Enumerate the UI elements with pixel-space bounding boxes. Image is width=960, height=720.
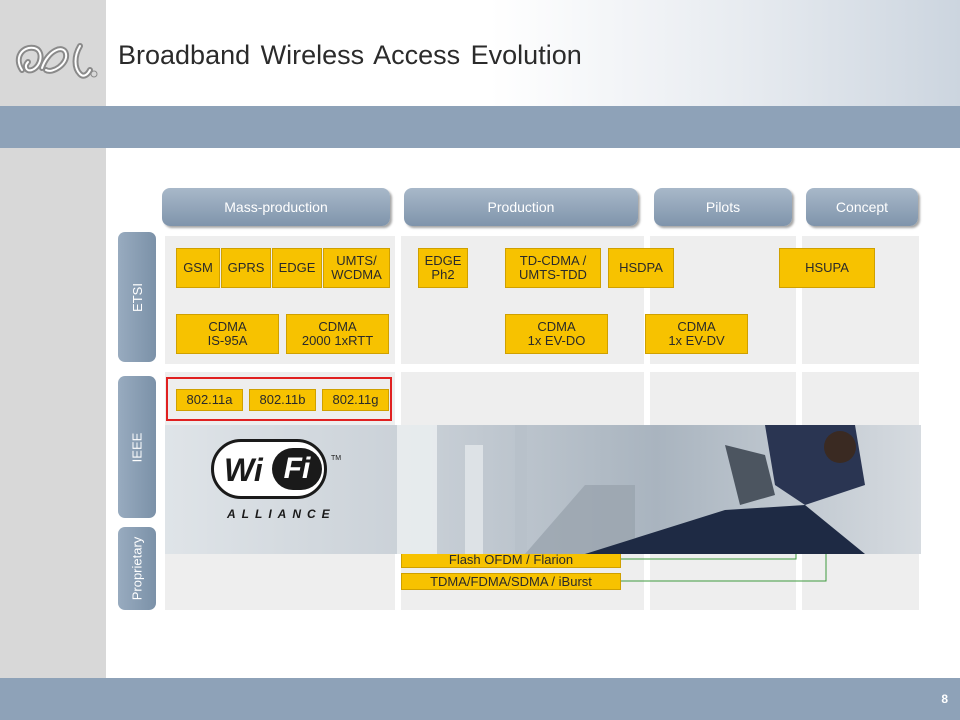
tech-iburst: TDMA/FDMA/SDMA / iBurst (401, 573, 621, 590)
header-background (106, 0, 960, 106)
row-label-proprietary: Proprietary (118, 527, 156, 610)
tech-label: CDMA 1x EV-DO (527, 319, 586, 348)
wifi-logo-wi: Wi (224, 452, 263, 488)
tech-label: HSUPA (805, 260, 849, 275)
tech-edge: EDGE (272, 248, 322, 288)
row-label-text: IEEE (129, 432, 145, 462)
row-label-ieee: IEEE (118, 376, 156, 518)
tech-label: 802.11a (186, 392, 233, 407)
tech-gsm: GSM (176, 248, 220, 288)
tech-cdma-evdo: CDMA 1x EV-DO (505, 314, 608, 354)
tech-cdma-2000: CDMA 2000 1xRTT (286, 314, 389, 354)
company-logo-icon (15, 43, 98, 79)
tech-802-11g: 802.11g (322, 389, 389, 411)
tech-label: 802.11b (259, 392, 306, 407)
tech-label: UMTS/ WCDMA (331, 253, 382, 282)
tech-label: 802.11g (332, 392, 379, 407)
tech-label: CDMA IS-95A (207, 319, 248, 348)
row-label-etsi: ETSI (118, 232, 156, 362)
tech-label: CDMA 2000 1xRTT (301, 319, 374, 348)
tech-umts-wcdma: UMTS/ WCDMA (323, 248, 390, 288)
wifi-logo: Wi Fi (211, 439, 327, 499)
page-title: Broadband Wireless Access Evolution (118, 40, 582, 70)
tech-label: TDMA/FDMA/SDMA / iBurst (430, 574, 592, 589)
tech-802-11b: 802.11b (249, 389, 316, 411)
tech-label: TD-CDMA / UMTS-TDD (519, 253, 587, 282)
bottom-band (0, 678, 960, 720)
tech-label: HSDPA (619, 260, 663, 275)
wifi-highlight-box (166, 377, 392, 421)
wifi-trademark: TM (331, 455, 342, 462)
phase-concept: Concept (806, 188, 918, 226)
row-label-text: Proprietary (129, 536, 145, 601)
phase-label: Concept (835, 199, 889, 215)
tech-label: EDGE (278, 260, 316, 275)
page-number: 8 (941, 692, 948, 706)
tech-label: EDGE Ph2 (424, 253, 462, 282)
tech-cdma-is95a: CDMA IS-95A (176, 314, 279, 354)
tech-edge-ph2: EDGE Ph2 (418, 248, 468, 288)
wifi-logo-fi: Fi (272, 448, 322, 490)
tech-802-11a: 802.11a (176, 389, 243, 411)
row-label-text: ETSI (129, 282, 145, 312)
tech-label: GPRS (227, 260, 265, 275)
tech-hsdpa: HSDPA (608, 248, 674, 288)
tech-gprs: GPRS (221, 248, 271, 288)
tech-label: GSM (183, 260, 213, 275)
phase-label: Mass-production (224, 199, 328, 215)
phase-mass-production: Mass-production (162, 188, 390, 226)
wifi-alliance-text: ALLIANCE (227, 507, 336, 521)
tech-hsupa: HSUPA (779, 248, 875, 288)
phase-production: Production (404, 188, 638, 226)
tech-label: Flash OFDM / Flarion (448, 552, 574, 567)
phase-label: Pilots (705, 199, 741, 215)
phase-pilots: Pilots (654, 188, 792, 226)
top-band (0, 106, 960, 148)
wifi-photo-banner: Wi Fi TM ALLIANCE (165, 425, 921, 554)
phase-label: Production (487, 199, 555, 215)
tech-label: CDMA 1x EV-DV (668, 319, 725, 348)
tech-cdma-evdv: CDMA 1x EV-DV (645, 314, 748, 354)
tech-td-cdma: TD-CDMA / UMTS-TDD (505, 248, 601, 288)
